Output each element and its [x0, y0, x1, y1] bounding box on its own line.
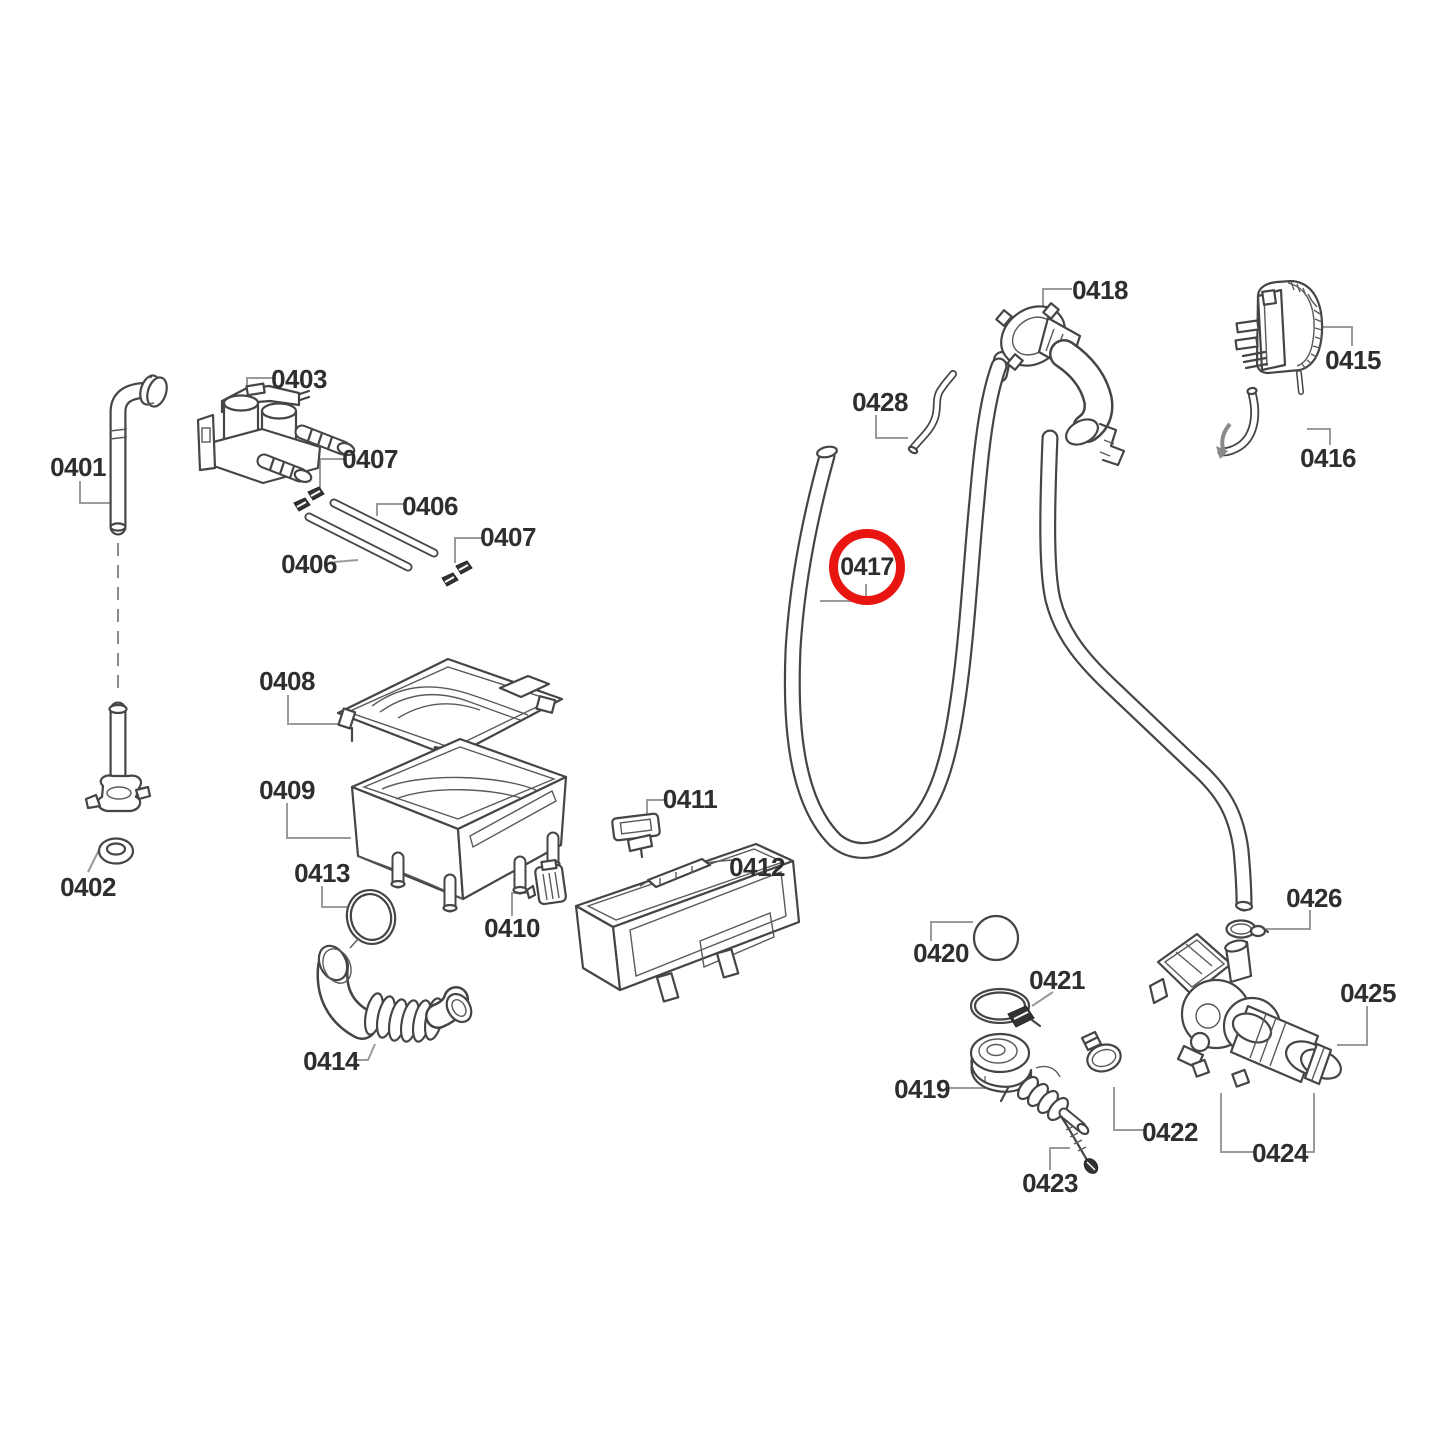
- part-label-0408: 0408: [259, 666, 315, 696]
- part-0407-clips-lower: [441, 560, 473, 587]
- leader-line-0418: [1042, 288, 1072, 309]
- leader-line-0406: [376, 503, 406, 516]
- part-label-0407: 0407: [342, 444, 398, 474]
- part-0401-lower-tube: [84, 701, 152, 813]
- part-label-0419: 0419: [894, 1074, 950, 1104]
- part-label-0420: 0420: [913, 938, 969, 968]
- leader-line-0407: [454, 537, 483, 563]
- part-label-0416: 0416: [1300, 443, 1356, 473]
- part-0406-pipe-lower: [304, 512, 413, 572]
- leader-line-0410: [511, 892, 532, 916]
- part-0410-siphon-cap: [525, 858, 567, 906]
- leader-line-0411: [646, 799, 665, 817]
- part-0407-clips-upper: [293, 486, 325, 512]
- part-0408-dispenser-top: [336, 657, 564, 772]
- leader-line-0426: [1266, 910, 1311, 930]
- leader-line-0424: [1305, 1093, 1315, 1153]
- part-label-0410: 0410: [484, 913, 540, 943]
- part-0418-hose-to-pump: [1039, 429, 1254, 912]
- part-label-0413: 0413: [294, 858, 350, 888]
- part-0421-clamp-ring: [969, 987, 1042, 1028]
- leader-line-0428: [875, 415, 908, 439]
- part-label-0428: 0428: [852, 387, 908, 417]
- part-label-0418: 0418: [1072, 275, 1128, 305]
- leader-line-0415: [1323, 326, 1353, 346]
- part-label-0412: 0412: [729, 852, 785, 882]
- part-0422-hose-clamp: [1080, 1030, 1122, 1073]
- leader-line-0407: [319, 458, 346, 489]
- part-0409-dispenser-housing: [350, 737, 568, 913]
- part-0416-hose: [1216, 386, 1260, 459]
- part-0414-bellows-hose: [316, 937, 473, 1043]
- part-0406-pipe-upper: [329, 498, 439, 558]
- leader-line-0421: [1031, 991, 1054, 1007]
- part-label-0403: 0403: [271, 364, 327, 394]
- leader-line-0423: [1049, 1147, 1070, 1170]
- part-0415-mains-plug: [1234, 279, 1324, 395]
- part-label-0414: 0414: [303, 1046, 359, 1076]
- part-label-0423: 0423: [1022, 1168, 1078, 1198]
- part-label-0415: 0415: [1325, 345, 1381, 375]
- leader-line-0402: [87, 849, 100, 873]
- part-0402-seal: [97, 837, 135, 865]
- part-label-0406: 0406: [402, 491, 458, 521]
- part-label-0409: 0409: [259, 775, 315, 805]
- part-0411-bracket: [611, 812, 661, 859]
- part-label-0425: 0425: [1340, 978, 1396, 1008]
- leader-line-0414: [356, 1043, 376, 1061]
- leader-line-0424: [1220, 1093, 1255, 1153]
- part-label-0411: 0411: [662, 784, 718, 814]
- part-0420-seal: [972, 914, 1020, 962]
- part-0401-inlet-elbow: [109, 374, 168, 536]
- part-0412-drawer: [574, 842, 801, 1003]
- leader-line-0425: [1337, 1006, 1368, 1046]
- part-label-0401: 0401: [50, 452, 106, 482]
- leader-line-0409: [286, 803, 351, 839]
- part-label-0421: 0421: [1029, 965, 1085, 995]
- part-label-0422: 0422: [1142, 1117, 1198, 1147]
- part-0423-screw: [1060, 1116, 1099, 1174]
- direction-arrow-icon: [1216, 446, 1228, 459]
- leader-line-0413: [321, 886, 347, 908]
- leader-line-0420: [930, 921, 973, 941]
- part-0425-pump-housing: [1229, 1004, 1342, 1086]
- part-0426-hose-clamp: [1225, 919, 1270, 939]
- part-0417-drain-hose: [783, 357, 1008, 859]
- part-label-0417-highlighted: 0417: [829, 529, 905, 605]
- part-label-0406: 0406: [281, 549, 337, 579]
- part-label-0424: 0424: [1252, 1138, 1308, 1168]
- leader-line-0422: [1113, 1087, 1144, 1131]
- part-0428-small-hose: [907, 370, 957, 455]
- part-label-0402: 0402: [60, 872, 116, 902]
- part-0419-distributor: [969, 1032, 1090, 1136]
- part-label-0426: 0426: [1286, 883, 1342, 913]
- part-0403-inlet-valve: [196, 382, 356, 485]
- part-0413-seal-ring: [345, 889, 397, 945]
- leader-line-0401: [79, 481, 111, 504]
- leader-line-0408: [287, 695, 350, 725]
- leader-line-0406: [333, 559, 359, 563]
- leader-line-0416: [1307, 428, 1331, 445]
- part-label-0407: 0407: [480, 522, 536, 552]
